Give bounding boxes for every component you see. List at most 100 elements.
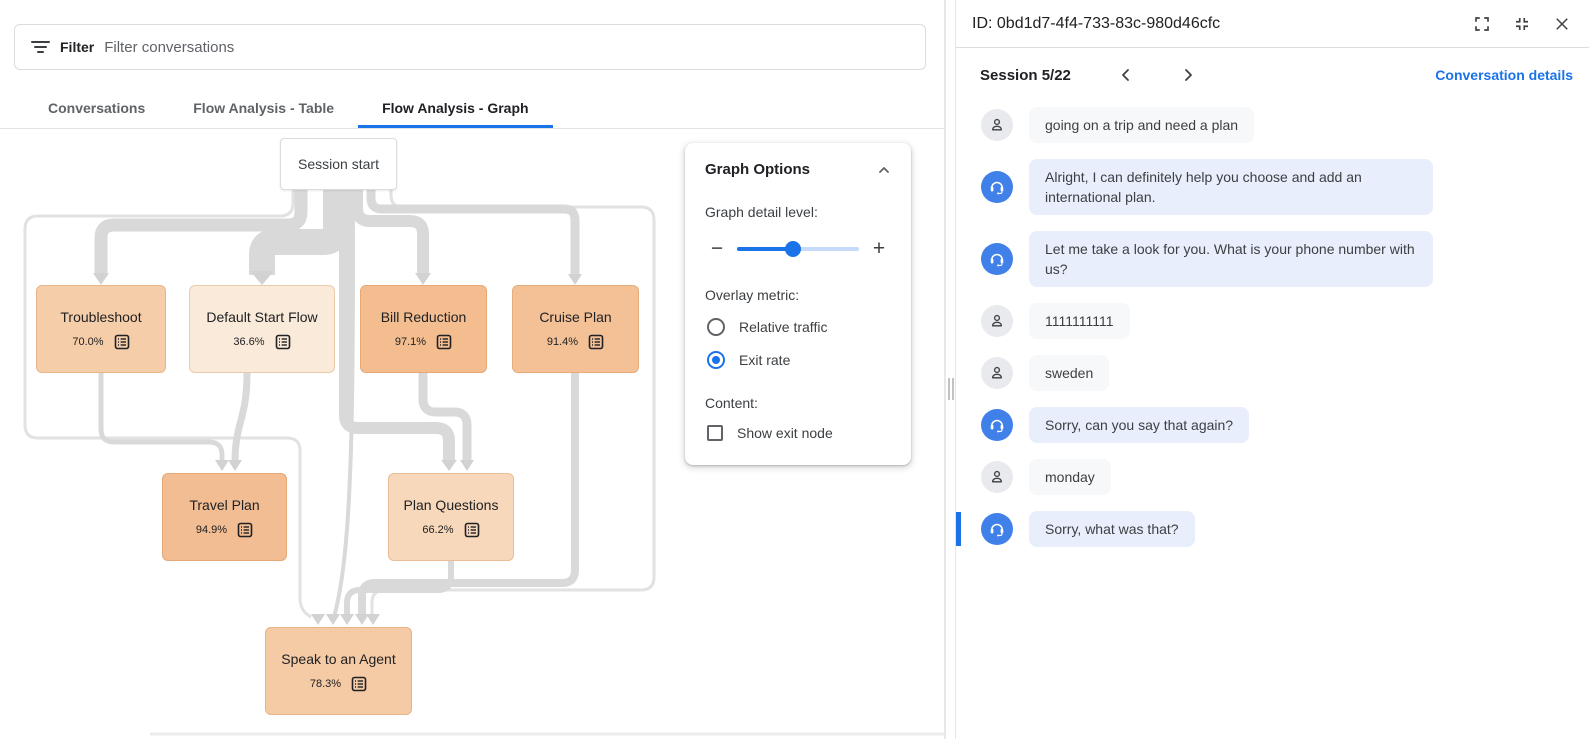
close-icon[interactable] xyxy=(1553,15,1571,33)
checkbox-icon[interactable] xyxy=(707,425,723,441)
list-alt-icon xyxy=(588,334,604,349)
slider-fill xyxy=(737,246,794,251)
node-session-start[interactable]: Session start xyxy=(280,138,397,190)
conversation-detail-panel: ID: 0bd1d7-4f4-733-83c-980d46cfc Session… xyxy=(956,0,1589,739)
fullscreen-exit-icon[interactable] xyxy=(1513,15,1531,33)
headset-icon xyxy=(990,253,1004,267)
tab-flow-analysis-graph[interactable]: Flow Analysis - Graph xyxy=(358,90,553,128)
flow-analysis-panel: Filter Conversations Flow Analysis - Tab… xyxy=(0,0,945,739)
node-speak-to-an-agent[interactable]: Speak to an Agent 78.3% xyxy=(265,627,412,715)
message-row: 1111111111 xyxy=(956,303,1589,339)
node-title: Speak to an Agent xyxy=(281,650,396,667)
fullscreen-icon[interactable] xyxy=(1473,15,1491,33)
agent-avatar xyxy=(981,171,1013,203)
overlay-metric-label: Overlay metric: xyxy=(705,287,800,303)
node-travel-plan[interactable]: Travel Plan 94.9% xyxy=(162,473,287,561)
node-plan-questions[interactable]: Plan Questions 66.2% xyxy=(388,473,514,561)
list-alt-icon xyxy=(351,676,367,691)
node-bill-reduction[interactable]: Bill Reduction 97.1% xyxy=(360,285,487,373)
filter-conversations-input[interactable] xyxy=(104,38,909,56)
chevron-up-icon[interactable] xyxy=(877,163,891,177)
message-bubble[interactable]: Alright, I can definitely help you choos… xyxy=(1029,159,1433,215)
message-bubble[interactable]: going on a trip and need a plan xyxy=(1029,107,1255,143)
message-bubble[interactable]: monday xyxy=(1029,459,1111,495)
exit-rate-value: 36.6% xyxy=(233,335,265,348)
chevron-right-icon[interactable] xyxy=(1181,68,1195,82)
node-title: Plan Questions xyxy=(403,496,499,513)
headset-icon xyxy=(990,523,1004,537)
content-label: Content: xyxy=(705,395,758,411)
message-bubble[interactable]: Sorry, can you say that again? xyxy=(1029,407,1250,443)
zoom-in-plus-button[interactable]: + xyxy=(872,237,886,260)
person-icon xyxy=(991,470,1003,483)
zoom-out-minus-button[interactable]: − xyxy=(710,237,724,260)
list-alt-icon xyxy=(436,334,452,349)
conversation-header: ID: 0bd1d7-4f4-733-83c-980d46cfc xyxy=(956,0,1589,48)
agent-avatar xyxy=(981,409,1013,441)
user-avatar xyxy=(981,109,1013,141)
conversation-details-link[interactable]: Conversation details xyxy=(1435,67,1573,83)
conversation-id-title: ID: 0bd1d7-4f4-733-83c-980d46cfc xyxy=(972,14,1221,32)
session-counter: Session 5/22 xyxy=(980,66,1071,84)
exit-rate-value: 91.4% xyxy=(546,335,579,348)
agent-avatar xyxy=(981,513,1013,545)
node-title: Default Start Flow xyxy=(206,308,318,325)
radio-relative-traffic[interactable]: Relative traffic xyxy=(705,318,891,336)
list-alt-icon xyxy=(237,522,253,537)
graph-detail-label: Graph detail level: xyxy=(705,204,818,220)
node-title: Bill Reduction xyxy=(380,308,467,325)
chevron-left-icon[interactable] xyxy=(1119,68,1133,82)
radio-label: Relative traffic xyxy=(739,319,828,335)
list-alt-icon xyxy=(464,522,479,537)
message-bubble[interactable]: 1111111111 xyxy=(1029,303,1130,339)
radio-exit-rate[interactable]: Exit rate xyxy=(705,351,891,369)
node-cruise-plan[interactable]: Cruise Plan 91.4% xyxy=(512,285,639,373)
filter-icon xyxy=(31,41,50,53)
node-title: Travel Plan xyxy=(189,496,260,513)
person-icon xyxy=(991,314,1003,327)
message-row: Sorry, what was that? xyxy=(956,511,1589,547)
user-avatar xyxy=(981,461,1013,493)
slider-thumb[interactable] xyxy=(785,240,802,257)
exit-rate-value: 66.2% xyxy=(422,523,454,536)
checkbox-show-exit-node[interactable]: Show exit node xyxy=(705,425,891,441)
exit-rate-value: 78.3% xyxy=(309,677,342,690)
node-title: Troubleshoot xyxy=(60,308,142,325)
headset-icon xyxy=(990,181,1004,195)
flow-graph-edges xyxy=(23,189,945,736)
user-avatar xyxy=(981,305,1013,337)
user-avatar xyxy=(981,357,1013,389)
message-row: Sorry, can you say that again? xyxy=(956,407,1589,443)
flow-graph-canvas[interactable]: Session start Troubleshoot 70.0% Default… xyxy=(0,128,945,739)
panel-resize-handle[interactable] xyxy=(945,0,956,739)
node-troubleshoot[interactable]: Troubleshoot 70.0% xyxy=(36,285,166,373)
tab-conversations[interactable]: Conversations xyxy=(48,99,146,116)
person-icon xyxy=(991,366,1003,379)
person-icon xyxy=(991,118,1003,131)
filter-bar[interactable]: Filter xyxy=(14,24,926,70)
tab-flow-analysis-table[interactable]: Flow Analysis - Table xyxy=(193,99,335,116)
graph-options-panel: Graph Options Graph detail level: − + Ov… xyxy=(685,143,911,465)
list-alt-icon xyxy=(275,334,290,349)
message-bubble[interactable]: Sorry, what was that? xyxy=(1029,511,1195,547)
message-list: going on a trip and need a plan Alright,… xyxy=(956,91,1589,547)
headset-icon xyxy=(990,419,1004,433)
message-row: sweden xyxy=(956,355,1589,391)
radio-icon[interactable] xyxy=(707,351,725,369)
message-bubble[interactable]: Let me take a look for you. What is your… xyxy=(1029,231,1433,287)
drag-grip-icon xyxy=(948,378,954,400)
node-default-start-flow[interactable]: Default Start Flow 36.6% xyxy=(189,285,335,373)
node-title: Cruise Plan xyxy=(539,308,612,325)
tab-bar: Conversations Flow Analysis - Table Flow… xyxy=(0,90,945,129)
detail-level-slider[interactable] xyxy=(737,240,859,257)
list-alt-icon xyxy=(114,334,129,349)
message-row: monday xyxy=(956,459,1589,495)
agent-avatar xyxy=(981,243,1013,275)
session-nav-row: Session 5/22 Conversation details xyxy=(956,58,1589,92)
graph-options-title: Graph Options xyxy=(705,161,810,178)
radio-icon[interactable] xyxy=(707,318,725,336)
message-bubble[interactable]: sweden xyxy=(1029,355,1110,391)
checkbox-label: Show exit node xyxy=(737,425,833,441)
exit-rate-value: 70.0% xyxy=(72,335,104,348)
radio-label: Exit rate xyxy=(739,352,791,368)
